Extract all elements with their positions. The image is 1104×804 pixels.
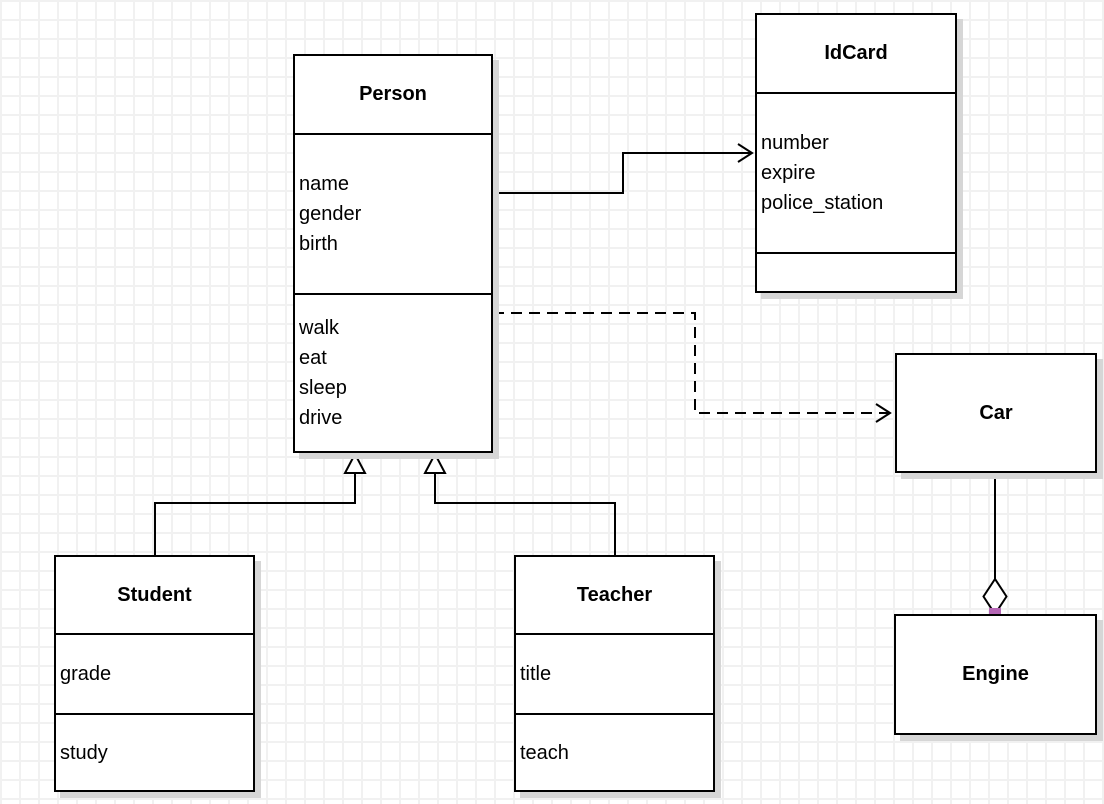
class-engine[interactable]: Engine [894,614,1097,735]
attribute-row: birth [299,233,338,255]
attribute-row: name [299,173,350,195]
class-person[interactable]: Person name gender birth walk eat sleep … [293,54,493,453]
open-arrow-icon [875,403,892,423]
class-car[interactable]: Car [895,353,1097,473]
edge-association-person-idcard[interactable] [493,143,754,194]
attribute-row: grade [60,663,112,685]
edge-line[interactable] [434,474,616,555]
edge-generalization-teacher-person[interactable] [423,451,616,555]
attribute-row: number [761,132,829,154]
class-idcard-methods [757,252,955,291]
method-row: eat [299,347,327,369]
class-teacher-title: Teacher [576,583,653,606]
class-person-attributes: name gender birth [295,133,491,293]
class-student-attributes: grade [56,633,253,713]
class-idcard[interactable]: IdCard number expire police_station [755,13,957,293]
hollow-triangle-icon [423,451,447,474]
edge-aggregation-car-engine[interactable] [982,467,1008,620]
attribute-row: title [520,663,552,685]
attribute-row: expire [761,162,816,184]
class-person-methods: walk eat sleep drive [295,293,491,451]
class-idcard-attributes: number expire police_station [757,92,955,252]
class-engine-title: Engine [962,663,1029,685]
hollow-triangle-icon [343,451,367,474]
method-row: sleep [299,377,347,399]
class-person-title: Person [359,83,427,105]
class-car-title: Car [979,401,1013,424]
edge-line[interactable] [154,474,356,555]
method-row: study [60,741,108,764]
method-row: teach [520,741,569,764]
class-teacher-methods: teach [516,713,713,790]
edge-generalization-student-person[interactable] [154,451,367,555]
class-student-title: Student [117,583,192,606]
class-student-methods: study [56,713,253,790]
method-row: walk [299,317,340,339]
class-teacher[interactable]: Teacher title teach [514,555,715,792]
open-arrow-icon [737,143,754,163]
class-idcard-title: IdCard [824,42,888,64]
edge-line[interactable] [493,152,751,194]
edge-dependency-person-car[interactable] [493,312,892,423]
method-row: drive [299,407,343,429]
class-student[interactable]: Student grade study [54,555,255,792]
attribute-row: gender [299,203,362,225]
edge-line[interactable] [493,312,888,414]
class-teacher-attributes: title [516,633,713,713]
attribute-row: police_station [761,192,884,214]
